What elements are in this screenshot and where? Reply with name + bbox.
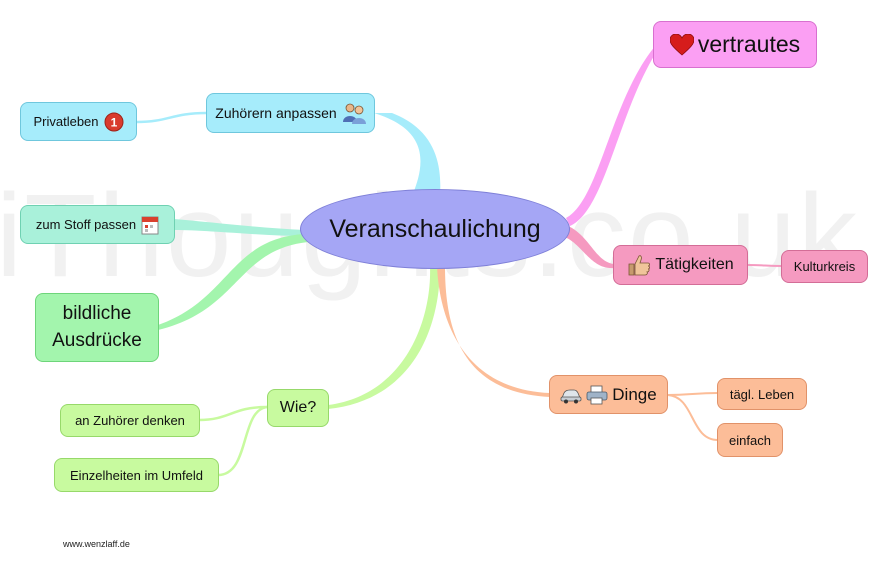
- node-label-line2: Ausdrücke: [52, 329, 142, 351]
- link-taetigkeiten-kulturkreis: [747, 264, 783, 267]
- node-bildliche-ausdruecke[interactable]: bildliche Ausdrücke: [35, 293, 159, 362]
- node-vertrautes[interactable]: vertrautes: [653, 21, 817, 68]
- link-central-stoff: [174, 219, 305, 236]
- printer-icon: [586, 385, 608, 405]
- thumbs-up-icon: [627, 254, 651, 276]
- node-taetigkeiten[interactable]: Tätigkeiten: [613, 245, 748, 285]
- link-wie-anzuhoerer: [198, 405, 268, 422]
- car-icon: [560, 386, 582, 404]
- link-central-dinge: [437, 266, 550, 397]
- node-zuhoerern-anpassen[interactable]: Zuhörern anpassen: [206, 93, 375, 133]
- link-central-taetigkeiten: [562, 225, 614, 269]
- calendar-icon: [141, 215, 159, 235]
- link-central-bildliche: [158, 234, 308, 330]
- link-wie-einzelheiten: [217, 405, 268, 477]
- node-privatleben[interactable]: Privatleben 1: [20, 102, 137, 141]
- node-label: Dinge: [612, 384, 657, 404]
- node-label: Zuhörern anpassen: [215, 105, 337, 121]
- node-wie[interactable]: Wie?: [267, 389, 329, 427]
- node-label: vertrautes: [697, 31, 801, 57]
- node-label: Tätigkeiten: [655, 256, 734, 273]
- link-central-zuhoeren: [374, 113, 441, 196]
- link-central-wie: [328, 266, 440, 409]
- node-zum-stoff-passen[interactable]: zum Stoff passen: [20, 205, 175, 244]
- heart-icon: [669, 33, 694, 56]
- link-central-vertrautes: [566, 45, 659, 226]
- link-dinge-taegl: [667, 392, 719, 396]
- node-einfach[interactable]: einfach: [717, 423, 783, 457]
- node-einzelheiten-im-umfeld[interactable]: Einzelheiten im Umfeld: [54, 458, 219, 492]
- central-topic[interactable]: Veranschaulichung: [300, 189, 570, 269]
- node-dinge[interactable]: Dinge: [549, 375, 668, 414]
- node-kulturkreis[interactable]: Kulturkreis: [781, 250, 868, 283]
- badge-number: 1: [110, 115, 117, 129]
- link-dinge-einfach: [667, 394, 719, 441]
- users-icon: [342, 102, 366, 124]
- node-an-zuhoerer-denken[interactable]: an Zuhörer denken: [60, 404, 200, 437]
- node-taegl-leben[interactable]: tägl. Leben: [717, 378, 807, 410]
- link-zuhoeren-privatleben: [136, 111, 207, 124]
- node-label-line1: bildliche: [62, 302, 132, 324]
- footer-url: www.wenzlaff.de: [63, 539, 130, 549]
- node-label: Privatleben: [33, 114, 99, 129]
- node-label: zum Stoff passen: [35, 217, 137, 232]
- number-one-badge-icon: 1: [104, 112, 124, 132]
